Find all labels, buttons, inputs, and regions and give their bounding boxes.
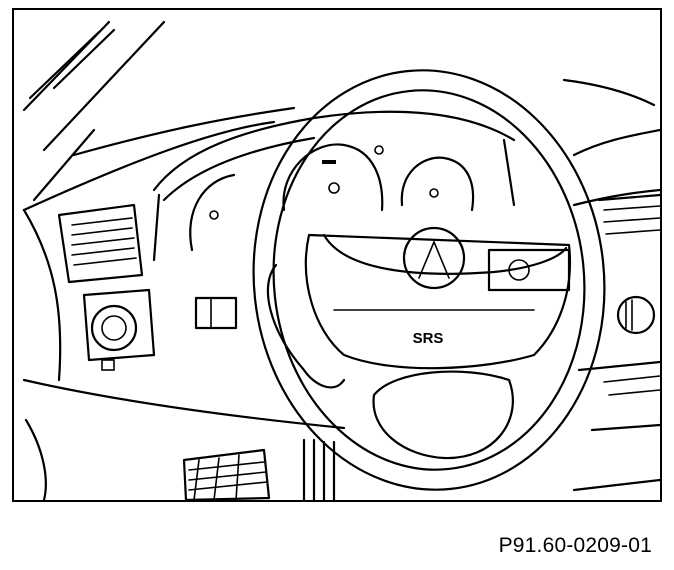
left-air-vent: [57, 203, 144, 284]
steering-column: [302, 438, 336, 500]
left-door-panel: [22, 208, 346, 500]
center-console: [572, 360, 660, 492]
left-gauge: [189, 173, 236, 252]
hazard-switch: [616, 295, 656, 335]
illustration-frame: SRS: [12, 8, 662, 502]
dashboard-line-drawing: SRS: [22, 20, 660, 500]
center-gauge: [282, 143, 384, 212]
dashboard-top: [22, 78, 660, 212]
steering-wheel: [252, 69, 606, 491]
dash-switch-left: [194, 296, 238, 330]
right-gauge: [400, 156, 475, 212]
windshield-glass: [22, 20, 166, 202]
srs-airbag-label: SRS: [413, 330, 444, 347]
right-air-vent: [597, 193, 660, 235]
instrument-cluster-hood: [152, 110, 516, 262]
light-switch: [82, 288, 156, 371]
wiper-stalk: [487, 248, 571, 292]
figure-reference-code: P91.60-0209-01: [498, 534, 652, 557]
pedal-pad: [182, 448, 271, 500]
